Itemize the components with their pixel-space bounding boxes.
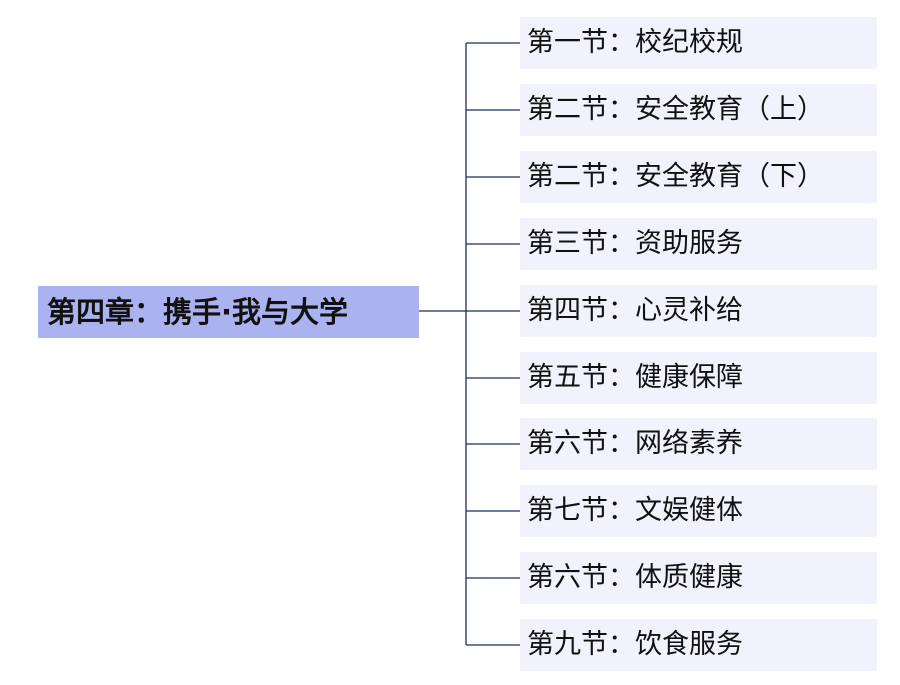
subtopic-section-2-part-2[interactable]: 第二节：安全教育（下） — [520, 151, 877, 203]
subtopic-section-3[interactable]: 第三节：资助服务 — [520, 218, 877, 270]
subtopic-section-9[interactable]: 第九节：饮食服务 — [520, 619, 877, 671]
subtopic-section-4[interactable]: 第四节：心灵补给 — [520, 285, 877, 337]
subtopic-section-7[interactable]: 第七节：文娱健体 — [520, 485, 877, 537]
root-topic[interactable]: 第四章：携手·我与大学 — [38, 286, 419, 338]
subtopic-section-6[interactable]: 第六节：网络素养 — [520, 418, 877, 470]
subtopic-section-6-physical[interactable]: 第六节：体质健康 — [520, 552, 877, 604]
subtopic-section-5[interactable]: 第五节：健康保障 — [520, 352, 877, 404]
subtopic-section-2-part-1[interactable]: 第二节：安全教育（上） — [520, 84, 877, 136]
subtopic-section-1[interactable]: 第一节：校纪校规 — [520, 17, 877, 69]
